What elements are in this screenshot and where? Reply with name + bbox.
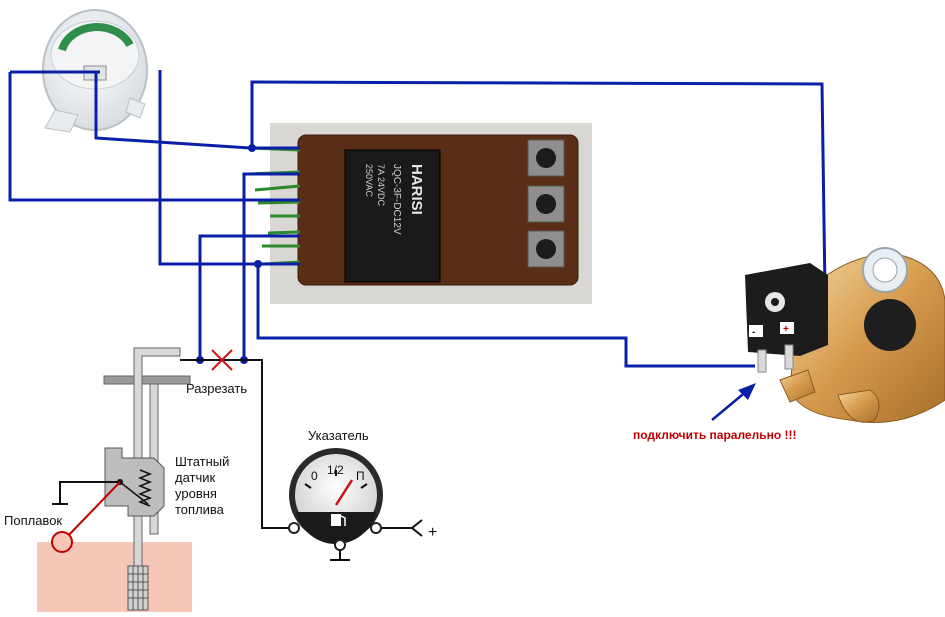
sensor-label-line1: Штатный <box>175 454 229 469</box>
relay-rating-2: 250VAC <box>364 164 374 197</box>
cut-mark <box>211 349 233 371</box>
gauge-tick-half: 1/2 <box>327 463 344 477</box>
relay-model: JQC-3F-DC12V <box>391 164 402 235</box>
gauge-right-terminal <box>370 522 382 534</box>
fuel-gauge <box>288 448 383 551</box>
relay-buttons <box>527 139 565 268</box>
relay-brand: HARISI <box>408 164 425 215</box>
gauge-title: Указатель <box>308 428 369 443</box>
relay-board: HARISI JQC-3F-DC12V 7A 24VDC 250VAC <box>247 123 592 304</box>
gauge-bottom-terminal <box>334 539 346 551</box>
gauge-tick-zero: 0 <box>311 469 318 483</box>
connect-arrow <box>711 383 756 421</box>
sensor-label-line2: датчик <box>175 470 216 485</box>
cut-label: Разрезать <box>186 381 247 396</box>
valve-minus-label: - <box>752 327 755 338</box>
sensor-label-line4: топлива <box>175 502 225 517</box>
relay-rating-1: 7A 24VDC <box>376 164 386 207</box>
gauge-tick-full: П <box>356 469 365 483</box>
lpg-solenoid-valve <box>745 247 945 423</box>
plus-terminal-label: + <box>428 524 437 541</box>
relay-label: HARISI JQC-3F-DC12V 7A 24VDC 250VAC <box>364 164 425 235</box>
gauge-left-terminal <box>288 522 300 534</box>
fuel-tank <box>37 542 192 612</box>
valve-plus-label: + <box>783 324 789 335</box>
connect-parallel-note: подключить паралельно !!! <box>633 428 797 442</box>
sensor-label-line3: уровня <box>175 486 217 501</box>
wire-junctions <box>196 144 262 364</box>
level-sensor <box>51 347 191 611</box>
float-label: Поплавок <box>4 513 62 528</box>
